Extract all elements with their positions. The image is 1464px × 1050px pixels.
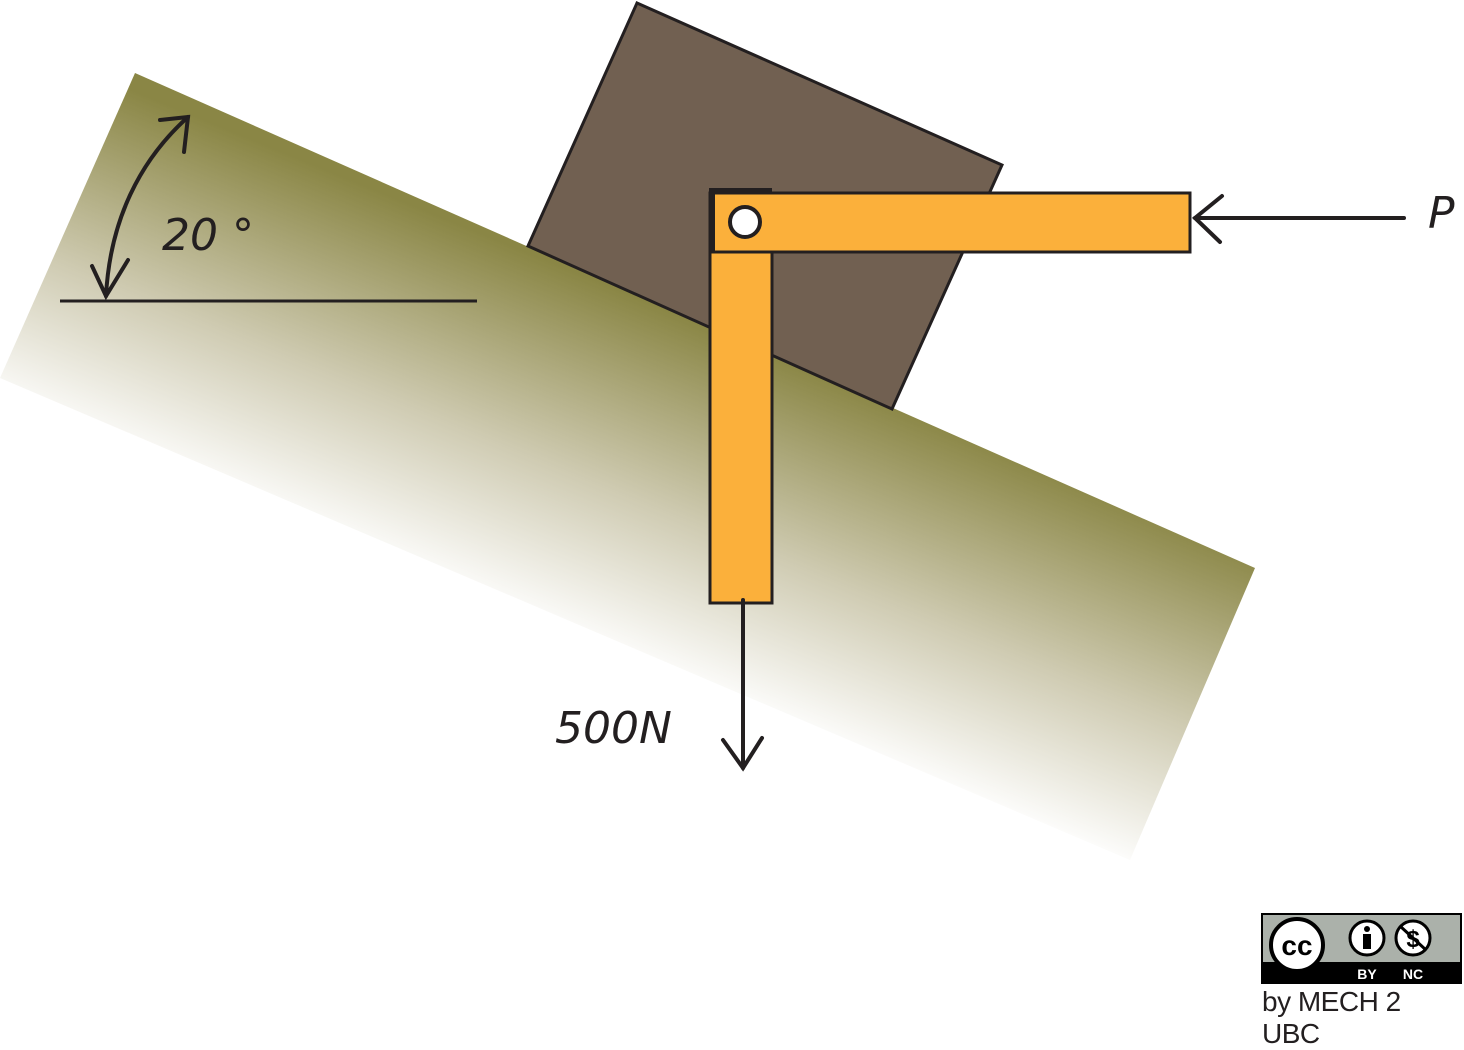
pin-icon <box>728 205 762 239</box>
svg-text:NC: NC <box>1403 966 1423 982</box>
cc-license-badge: cc $ BY NC <box>1261 913 1462 984</box>
force-p-label: P <box>1428 188 1455 239</box>
corner-frame <box>709 188 772 252</box>
incline-slope <box>0 73 1255 860</box>
angle-arc-arrow <box>90 114 191 301</box>
weight-label: 500N <box>555 703 672 754</box>
diagram: 20 ° P 500N cc $ BY NC <box>0 1 1462 984</box>
credit-text: by MECH 2 UBC <box>1262 986 1401 1049</box>
svg-text:cc: cc <box>1281 930 1312 961</box>
vertical-lever-arm <box>708 250 774 605</box>
cc-icon <box>1269 917 1325 973</box>
horizontal-lever-arm <box>708 191 1192 254</box>
force-p-arrow <box>1191 194 1406 244</box>
angle-label: 20 ° <box>162 210 254 261</box>
svg-text:BY: BY <box>1357 966 1377 982</box>
weight-arrow <box>721 598 764 772</box>
